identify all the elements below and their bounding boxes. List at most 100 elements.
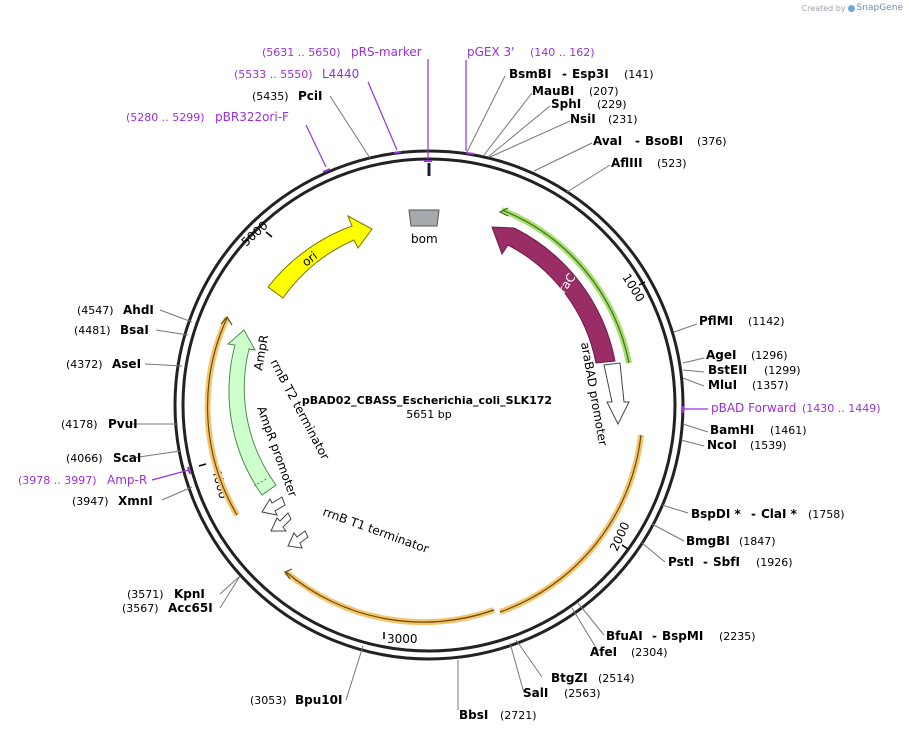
primer-Amp-R[interactable]: (3978 .. 3997) Amp-R	[18, 473, 147, 487]
tick-3000: 3000	[383, 632, 418, 646]
svg-text:(2235): (2235)	[719, 630, 756, 643]
enzyme-BamHI[interactable]: BamHI (1461)	[710, 423, 807, 437]
primer-pGEX-3[interactable]: pGEX 3' (140 .. 162)	[467, 45, 595, 59]
feature-AmpR[interactable]: AmpR	[226, 329, 277, 496]
enzyme-PvuI[interactable]: (4178) PvuI	[61, 417, 138, 431]
enzyme-BmgBI[interactable]: BmgBI (1847)	[686, 534, 776, 548]
backbone-inner	[181, 157, 677, 653]
enzyme-BspDI-ClaI[interactable]: BspDI * - ClaI * (1758)	[691, 507, 845, 521]
svg-text:(3567): (3567)	[122, 602, 159, 615]
primer-leaders	[151, 59, 708, 481]
primer-pRS-marker[interactable]: (5631 .. 5650) pRS-marker	[262, 45, 422, 59]
svg-text:MauBI: MauBI	[532, 84, 574, 98]
enzyme-Bpu10I[interactable]: (3053) Bpu10I	[250, 693, 342, 707]
enzyme-BtgZI[interactable]: BtgZI (2514)	[551, 671, 635, 685]
feature-ori[interactable]: ori	[267, 214, 373, 299]
svg-text:NsiI: NsiI	[570, 112, 596, 126]
enzyme-AseI[interactable]: (4372) AseI	[66, 357, 141, 371]
svg-text:NcoI: NcoI	[707, 438, 737, 452]
enzyme-BfuAI-BspMI[interactable]: BfuAI - BspMI (2235)	[606, 629, 756, 643]
svg-text:(3571): (3571)	[127, 588, 164, 601]
svg-text:pRS-marker: pRS-marker	[351, 45, 422, 59]
svg-text:(231): (231)	[608, 113, 638, 126]
enzyme-ScaI[interactable]: (4066) ScaI	[66, 451, 141, 465]
svg-text:(4481): (4481)	[74, 324, 111, 337]
svg-text:(4066): (4066)	[66, 452, 103, 465]
svg-text:Acc65I: Acc65I	[168, 601, 213, 615]
enzyme-BbsI[interactable]: BbsI (2721)	[459, 708, 537, 722]
feature-bom[interactable]: bom	[408, 209, 440, 246]
plasmid-length: 5651 bp	[406, 408, 451, 421]
svg-text:(376): (376)	[697, 135, 727, 148]
svg-text:(4178): (4178)	[61, 418, 98, 431]
svg-text:-: -	[635, 134, 640, 148]
snapgene-logo-icon	[847, 4, 855, 12]
svg-text:(5280 .. 5299): (5280 .. 5299)	[126, 111, 205, 124]
enzyme-XmnI[interactable]: (3947) XmnI	[72, 494, 153, 508]
svg-text:(2721): (2721)	[500, 709, 537, 722]
svg-text:(1461): (1461)	[770, 424, 807, 437]
enzyme-SalI[interactable]: SalI (2563)	[523, 686, 601, 700]
feature-rrnB-T1-terminator[interactable]: rrnB T1 terminator	[287, 505, 431, 556]
enzyme-NcoI[interactable]: NcoI (1539)	[707, 438, 787, 452]
enzyme-PciI[interactable]: (5435) PciI	[252, 89, 323, 103]
svg-text:bom: bom	[411, 232, 438, 246]
svg-text:SalI: SalI	[523, 686, 548, 700]
primer-pBAD-Forward[interactable]: pBAD Forward (1430 .. 1449)	[711, 401, 881, 415]
svg-text:1000: 1000	[619, 271, 647, 304]
enzyme-MluI[interactable]: MluI (1357)	[708, 378, 789, 392]
enzyme-BsmBI-Esp3I[interactable]: BsmBI - Esp3I (141)	[509, 67, 654, 81]
svg-text:-: -	[751, 507, 756, 521]
enzyme-AvaI-BsoBI[interactable]: AvaI - BsoBI (376)	[593, 134, 727, 148]
svg-text:(3978 .. 3997): (3978 .. 3997)	[18, 474, 97, 487]
svg-text:(1539): (1539)	[750, 439, 787, 452]
enzyme-AfeI[interactable]: AfeI (2304)	[590, 645, 668, 659]
primer-L4440[interactable]: (5533 .. 5550) L4440	[234, 67, 359, 81]
primer-pBR322ori-F[interactable]: (5280 .. 5299) pBR322ori-F	[126, 110, 289, 124]
svg-text:(207): (207)	[589, 85, 619, 98]
svg-text:-: -	[703, 555, 708, 569]
svg-text:(5435): (5435)	[252, 90, 289, 103]
svg-text:SphI: SphI	[551, 97, 581, 111]
svg-text:(4372): (4372)	[66, 358, 103, 371]
svg-text:KpnI: KpnI	[174, 587, 205, 601]
svg-text:BsmBI: BsmBI	[509, 67, 551, 81]
svg-text:BsaI: BsaI	[120, 323, 149, 337]
araC-highlight-core	[501, 209, 630, 364]
svg-text:(1430 .. 1449): (1430 .. 1449)	[802, 402, 881, 415]
snapgene-credit: Created by SnapGene	[802, 3, 903, 13]
svg-text:(1758): (1758)	[808, 508, 845, 521]
enzyme-AhdI[interactable]: (4547) AhdI	[77, 303, 154, 317]
enzyme-NsiI[interactable]: NsiI (231)	[570, 112, 638, 126]
svg-text:(2563): (2563)	[564, 687, 601, 700]
svg-text:ClaI *: ClaI *	[761, 507, 798, 521]
enzyme-AgeI[interactable]: AgeI (1296)	[706, 348, 788, 362]
svg-text:AmpR: AmpR	[251, 334, 271, 372]
svg-text:(5631 .. 5650): (5631 .. 5650)	[262, 46, 341, 59]
enzyme-MauBI[interactable]: MauBI (207)	[532, 84, 619, 98]
enzyme-Acc65I[interactable]: (3567) Acc65I	[122, 601, 213, 615]
enzyme-PstI-SbfI[interactable]: PstI - SbfI (1926)	[668, 555, 793, 569]
svg-text:Bpu10I: Bpu10I	[295, 693, 342, 707]
enzyme-PflMI[interactable]: PflMI (1142)	[699, 314, 785, 328]
credit-text: Created by	[801, 3, 846, 13]
feature-araC[interactable]: araC	[491, 226, 616, 364]
enzyme-AflIII[interactable]: AflIII (523)	[611, 156, 687, 170]
svg-text:(1296): (1296)	[751, 349, 788, 362]
svg-text:MluI: MluI	[708, 378, 737, 392]
svg-text:pBAD Forward: pBAD Forward	[711, 401, 796, 415]
svg-text:(141): (141)	[624, 68, 654, 81]
svg-text:(3947): (3947)	[72, 495, 109, 508]
svg-text:pBR322ori-F: pBR322ori-F	[215, 110, 289, 124]
enzyme-KpnI[interactable]: (3571) KpnI	[127, 587, 205, 601]
svg-text:AhdI: AhdI	[123, 303, 154, 317]
enzyme-SphI[interactable]: SphI (229)	[551, 97, 627, 111]
tick-1000: 1000	[619, 271, 647, 304]
enzyme-BstEII[interactable]: BstEII (1299)	[708, 363, 801, 377]
enzyme-BsaI[interactable]: (4481) BsaI	[74, 323, 149, 337]
svg-text:(2514): (2514)	[598, 672, 635, 685]
svg-text:rrnB T1 terminator: rrnB T1 terminator	[321, 505, 431, 556]
enzyme-leaders	[131, 75, 709, 710]
credit-brand: SnapGene	[856, 3, 903, 13]
svg-text:BstEII: BstEII	[708, 363, 747, 377]
